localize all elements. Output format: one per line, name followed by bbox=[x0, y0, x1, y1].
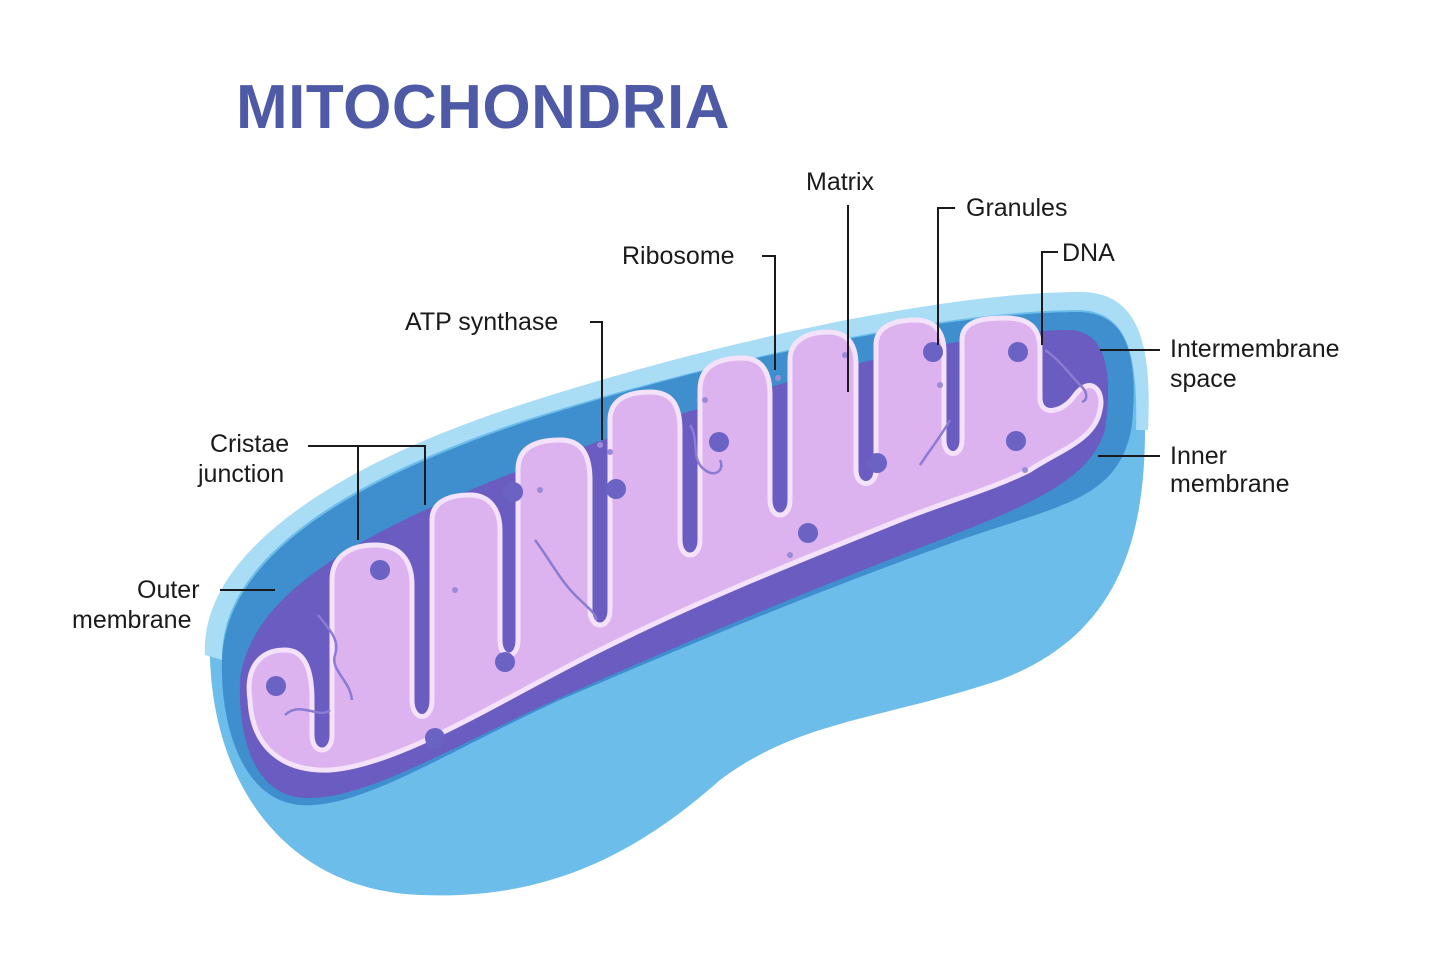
granule bbox=[709, 432, 729, 452]
outer-membrane-rim bbox=[204, 292, 1149, 660]
granule bbox=[266, 676, 286, 696]
ribosome-dots bbox=[452, 352, 1028, 593]
labels: Matrix Granules DNA Ribosome ATP synthas… bbox=[72, 168, 1340, 634]
label-granules: Granules bbox=[966, 194, 1067, 222]
label-outer-membrane-line1: Outer bbox=[137, 576, 200, 604]
ribosome-dot bbox=[452, 587, 458, 593]
granule bbox=[495, 652, 515, 672]
ribosome-dot bbox=[1022, 467, 1028, 473]
label-cristae-line2: junction bbox=[197, 460, 284, 488]
label-intermembrane-line1: Intermembrane bbox=[1170, 335, 1340, 363]
label-atp-synthase: ATP synthase bbox=[405, 308, 558, 336]
label-outer-membrane-line2: membrane bbox=[72, 606, 192, 634]
granules-group bbox=[266, 342, 1028, 748]
dna-strand bbox=[1044, 348, 1088, 404]
leader-ribosome bbox=[762, 255, 776, 370]
ribosome-dot bbox=[775, 375, 781, 381]
dna-strand bbox=[533, 539, 598, 621]
dna-strand bbox=[688, 424, 723, 475]
granule bbox=[370, 560, 390, 580]
leader-lines bbox=[220, 205, 1160, 591]
label-matrix: Matrix bbox=[806, 168, 875, 196]
dna-strand bbox=[284, 708, 331, 716]
granule bbox=[1008, 342, 1028, 362]
dna-strand bbox=[918, 419, 952, 466]
label-inner-membrane-line1: Inner bbox=[1170, 442, 1227, 470]
granule bbox=[606, 479, 626, 499]
mitochondrion-body bbox=[204, 292, 1149, 896]
label-cristae-line1: Cristae bbox=[210, 430, 289, 458]
label-intermembrane-line2: space bbox=[1170, 365, 1237, 393]
ribosome-dot bbox=[702, 397, 708, 403]
dna-strands bbox=[284, 348, 1088, 716]
dna-strand bbox=[317, 614, 354, 701]
matrix-region bbox=[246, 315, 1104, 773]
ribosome-dot bbox=[787, 552, 793, 558]
ribosome-dot bbox=[537, 487, 543, 493]
leader-cristae-junction bbox=[308, 445, 426, 540]
granule bbox=[1006, 431, 1026, 451]
label-dna: DNA bbox=[1062, 239, 1115, 267]
diagram-title: MITOCHONDRIA bbox=[236, 73, 730, 142]
ribosome-dot bbox=[937, 382, 943, 388]
label-ribosome: Ribosome bbox=[622, 242, 735, 270]
ribosome-dot bbox=[597, 442, 603, 448]
granule bbox=[923, 342, 943, 362]
granule bbox=[867, 453, 887, 473]
ribosome-dot bbox=[842, 352, 848, 358]
leader-atp-synthase bbox=[590, 321, 603, 440]
granule bbox=[425, 728, 445, 748]
granule bbox=[798, 523, 818, 543]
leader-dna bbox=[1041, 251, 1058, 345]
label-inner-membrane-line2: membrane bbox=[1170, 470, 1290, 498]
leader-granules bbox=[937, 207, 955, 345]
ribosome-dot bbox=[607, 449, 613, 455]
granule bbox=[503, 482, 523, 502]
